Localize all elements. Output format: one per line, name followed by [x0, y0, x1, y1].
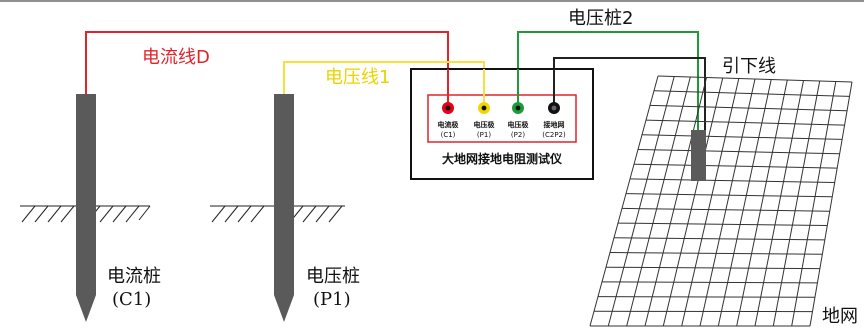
- instrument-title: 大地网接地电阻测试仪: [442, 151, 563, 166]
- terminal-c2p2: [548, 102, 560, 114]
- down-lead-label: 引下线: [722, 56, 776, 77]
- stake-c1-name: 电流桩: [107, 266, 161, 287]
- down-lead-block: [691, 130, 706, 181]
- ground-hatch-c1: [20, 205, 151, 223]
- voltage-stake2-label: 电压桩2: [568, 8, 633, 29]
- ground-hatch-p1: [210, 205, 345, 223]
- stake-p1-code: (P1): [313, 289, 351, 310]
- terminal-c1-name: 电流极: [438, 120, 460, 129]
- voltage-wire-label: 电压线1: [325, 67, 390, 88]
- terminal-p2-code: (P2): [511, 131, 525, 139]
- stake-c1-code: (C1): [112, 289, 151, 310]
- terminal-p1: [478, 102, 490, 114]
- stake-c1: [76, 94, 96, 322]
- ground-grid-label: 地网: [822, 306, 858, 327]
- terminal-p2-name: 电压极: [508, 120, 530, 129]
- ground-grid: [589, 75, 853, 327]
- terminal-p1-code: (P1): [477, 131, 491, 139]
- stake-p1: [274, 94, 294, 322]
- terminal-c1-code: (C1): [441, 131, 456, 139]
- terminal-c2p2-code: (C2P2): [542, 131, 566, 139]
- terminal-p2: [512, 102, 524, 114]
- terminal-c1: [442, 102, 454, 114]
- stake-p1-name: 电压桩: [306, 266, 360, 287]
- terminal-p1-name: 电压极: [474, 120, 496, 129]
- terminal-c2p2-name: 接地网: [544, 120, 565, 129]
- current-wire-label: 电流线D: [142, 47, 210, 68]
- current-wire-d: [85, 31, 449, 104]
